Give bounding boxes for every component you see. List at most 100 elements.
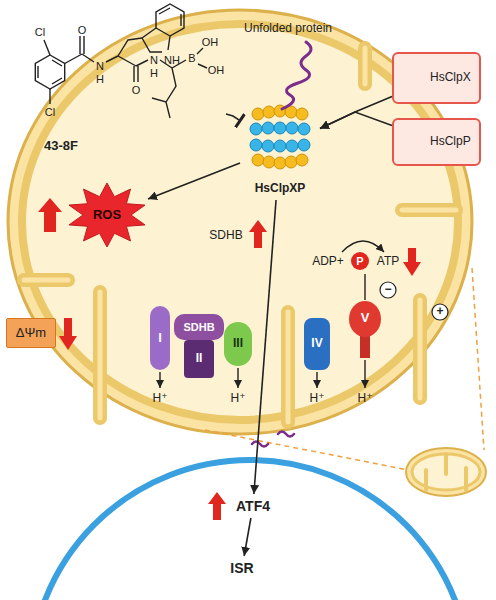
crista [24,48,456,422]
chemical-structure [65,54,82,64]
crista-lumen [24,48,456,422]
protease-complex [263,106,275,118]
chemical-structure [159,8,181,26]
nucleus-envelope [30,460,470,600]
chemical-structure [35,4,207,118]
gene-label: ATF4 [230,494,276,518]
reaction-line [364,274,365,300]
small-mitochondrion [412,454,480,490]
protease-complex [250,105,310,169]
crista [358,48,372,84]
atom-label: OH [202,36,219,48]
chemical-structure [197,48,207,68]
trend-arrow [208,492,226,520]
protease-complex [286,122,298,134]
node-text: ISR [230,560,253,576]
chemical-structure [106,56,118,62]
molecule-label: ATP [377,255,399,268]
atom-label: N [150,54,158,66]
chemical-structure [80,36,84,54]
zoom-line [205,268,484,470]
proton-arrow [237,368,238,388]
potential-box: ΔΨm [6,318,56,348]
chemical-structure [118,38,142,56]
protein-box: HsClpX [392,52,481,104]
atom-label: O [78,24,87,36]
proton-arrow [316,372,317,388]
chemical-structure [118,56,136,66]
crista [281,312,295,422]
chemical-structure [82,54,94,62]
trend-arrow [38,198,421,520]
proton-arrow [159,372,160,388]
protease-complex [298,123,310,135]
sign-label: − [384,283,391,296]
protease-complex [274,122,286,134]
chemical-structure [142,28,170,52]
protease-complex [252,105,308,169]
protease-complex [296,154,308,166]
sign-label: + [436,305,443,318]
proton-label: H⁺ [231,392,246,405]
complex-box: IV [304,318,330,370]
complex-box: III [224,322,252,366]
chemical-structure [35,55,64,89]
node-text: ATF4 [236,498,270,514]
small-mitochondrion [426,454,466,490]
protein-label: SDHB [209,229,242,242]
node-text: III [233,337,243,351]
crista [24,273,68,287]
proton-label: H⁺ [153,392,168,405]
crista-lumen [98,292,103,418]
crista [93,292,107,418]
node-text: HsClpP [430,135,471,149]
protease-complex [262,122,274,134]
atom-label: OH [208,64,225,76]
proton-arrow [364,360,365,388]
phosphate-circle [351,252,369,270]
protein-box: HsClpP [392,118,481,166]
star-shape [69,183,145,247]
trend-arrow [403,248,421,276]
sign-circle [380,282,396,298]
atom-label: Cl [35,26,45,38]
protease-complex [298,139,310,151]
sign-circle [432,304,448,320]
protease-complex [296,108,308,120]
atom-label: Cl [45,106,55,118]
small-mitochondrion [406,448,486,496]
node-text: ROS [93,208,121,223]
protease-complex [252,108,264,120]
small-mitochondrion [406,448,486,496]
protease-complex [252,154,264,166]
synthase-shape [348,300,382,358]
crista [413,300,427,398]
protease-complex [250,123,262,135]
connector [254,200,276,494]
protease-complex [286,140,298,152]
complex-box: SDHBII [172,314,226,380]
crista-lumen [418,300,423,398]
connector [148,163,240,199]
synthase-head [349,301,381,337]
node-text: HsClpX [430,71,471,85]
connector [226,114,240,121]
connector [320,97,392,129]
node-text: SDHB [174,314,224,340]
complex-box: I [150,306,170,370]
chemical-structure [44,40,50,55]
proton-label: H⁺ [310,392,325,405]
trend-arrow [249,220,267,248]
protease-node: HsClpXP [240,95,320,200]
atom-label: O [132,84,141,96]
node-text: I [158,331,162,346]
atom-label: B [188,52,195,64]
chemical-structure [49,89,50,104]
zoom-line [205,430,408,470]
node-text: IV [311,337,322,351]
protease-complex [285,156,297,168]
protease-complex [262,140,274,152]
